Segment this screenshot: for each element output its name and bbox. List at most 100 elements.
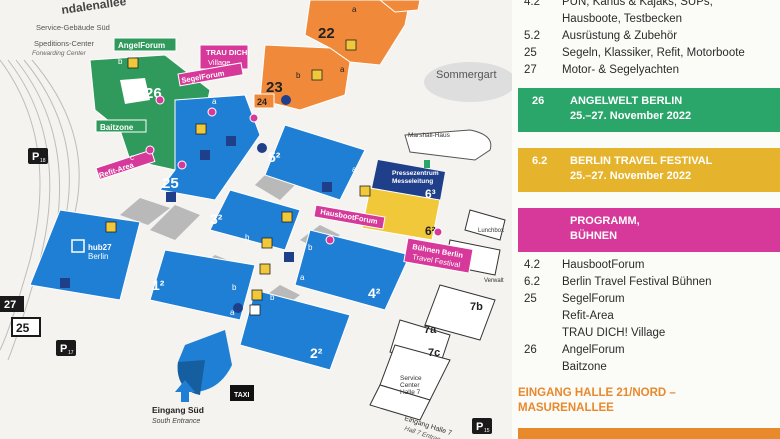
hall-22-annex[interactable] (379, 0, 421, 13)
svg-text:a: a (352, 165, 357, 174)
tag-buehnen-travel-festival[interactable]: Bühnen Berlin Travel Festival (403, 237, 474, 274)
svg-text:P: P (60, 343, 67, 355)
hall-1-2-label: 1² (152, 277, 165, 293)
hall-6-2-label: 6² (425, 224, 436, 238)
forum-location-dots (145, 95, 443, 245)
svg-text:a: a (212, 97, 217, 106)
hall-4-2[interactable] (294, 229, 411, 311)
service-center-label-3: Halle 7 (400, 389, 421, 396)
svg-text:AngelForum: AngelForum (118, 41, 165, 50)
svg-text:25: 25 (16, 321, 30, 335)
hall-4-2-label: 4² (368, 285, 381, 301)
svg-text:c: c (130, 153, 134, 162)
service-center-label: Service (400, 375, 422, 382)
euro-icon (249, 304, 261, 316)
taxi-icon (230, 385, 254, 401)
hall-22-label: 22 (318, 25, 335, 42)
south-entrance-en-label: South Entrance (152, 418, 200, 425)
hall-24-label: 24 (257, 97, 267, 107)
svg-text:b: b (232, 283, 237, 292)
svg-text:P: P (32, 151, 39, 163)
hall-25-label: 25 (162, 175, 179, 192)
svg-text:a: a (300, 273, 305, 282)
hall-7c-label: 7c (428, 347, 440, 359)
program-row: TRAU DICH! Village (562, 327, 666, 339)
svg-text:15: 15 (484, 428, 490, 434)
rail-tracks (0, 59, 80, 361)
program-row: Refit-Area (562, 310, 614, 322)
press-center-label-2: Messeleitung (392, 178, 433, 185)
entrance-north-bar (518, 428, 780, 439)
tag-baitzone[interactable]: Baitzone (95, 119, 147, 133)
hall-5-2-label: 5² (268, 149, 281, 165)
restroom-icon (60, 136, 332, 288)
hall-7a-label: 7a (424, 324, 437, 336)
hall-25[interactable] (159, 94, 261, 201)
hub27-name: hub27 (88, 243, 112, 252)
tag-refit-area[interactable]: Refit-Area (95, 149, 156, 181)
entrance-north-heading: EINGANG HALLE 21/NORD – MASURENALLEE (518, 387, 676, 414)
svg-text:TRAU DICH!: TRAU DICH! (206, 48, 250, 57)
exhibition-map[interactable]: ndalenallee Service-Gebäude Süd Speditio… (0, 0, 512, 439)
parking-sign-15: P 15 (472, 418, 492, 434)
tag-angelforum[interactable]: AngelForum (113, 37, 177, 52)
hall-section-letters: b a c b b a b a a b (118, 57, 357, 317)
hall-7-buildings (369, 209, 506, 421)
press-center[interactable] (372, 160, 445, 200)
hall-section-letters-dark: a a b (296, 5, 357, 80)
legend-row: Hausboote, Testbecken (562, 13, 682, 25)
hall-3-2[interactable] (209, 189, 301, 251)
hall-6-3-label: 6³ (425, 187, 436, 201)
hall-5-2[interactable] (264, 124, 366, 201)
green-marker-icon (424, 160, 430, 168)
hall-1-2[interactable] (149, 249, 256, 321)
sommergarten-area (424, 62, 512, 102)
svg-text:a: a (230, 308, 235, 317)
svg-text:b: b (308, 243, 313, 252)
svg-text:b: b (296, 71, 301, 80)
svg-text:b: b (118, 57, 123, 66)
svg-text:18: 18 (40, 158, 46, 164)
parking-sign-17: P 17 (56, 340, 76, 356)
svg-text:Village: Village (208, 58, 230, 67)
svg-text:a: a (340, 65, 345, 74)
sommergarten-label: Sommergart (436, 69, 497, 81)
hall-26-courtyard (120, 78, 150, 104)
lunchbox-label: Lunchbox (478, 228, 504, 234)
svg-text:27: 27 (4, 299, 16, 311)
hall-2-2-label: 2² (310, 345, 323, 361)
hall-23-label: 23 (266, 79, 283, 96)
forwarding-center-label: Speditions-Center (34, 39, 95, 48)
marshall-haus-building (404, 129, 492, 161)
hall-7-annex[interactable] (369, 384, 431, 421)
program-row: Baitzone (562, 361, 607, 373)
hall-24[interactable] (253, 93, 275, 109)
hall-2-2[interactable] (239, 289, 351, 371)
hub27-logo-icon (71, 239, 85, 253)
arrow-up-icon (175, 380, 195, 402)
svg-text:Baitzone: Baitzone (100, 123, 134, 132)
svg-text:17: 17 (68, 350, 74, 356)
service-center-label-2: Center (400, 382, 420, 389)
svg-text:b: b (270, 293, 275, 302)
forwarding-center-en-label: Forwarding Center (32, 50, 87, 57)
marshall-haus-label: Marshall-Haus (408, 132, 451, 139)
svg-text:a: a (352, 5, 357, 14)
hall-7b[interactable] (424, 284, 496, 341)
road-sign-27: 27 (0, 296, 24, 312)
road-sign-25: 25 (11, 317, 41, 337)
parking-sign-18: P 18 (28, 148, 48, 164)
hub27-hall[interactable] (29, 209, 141, 301)
